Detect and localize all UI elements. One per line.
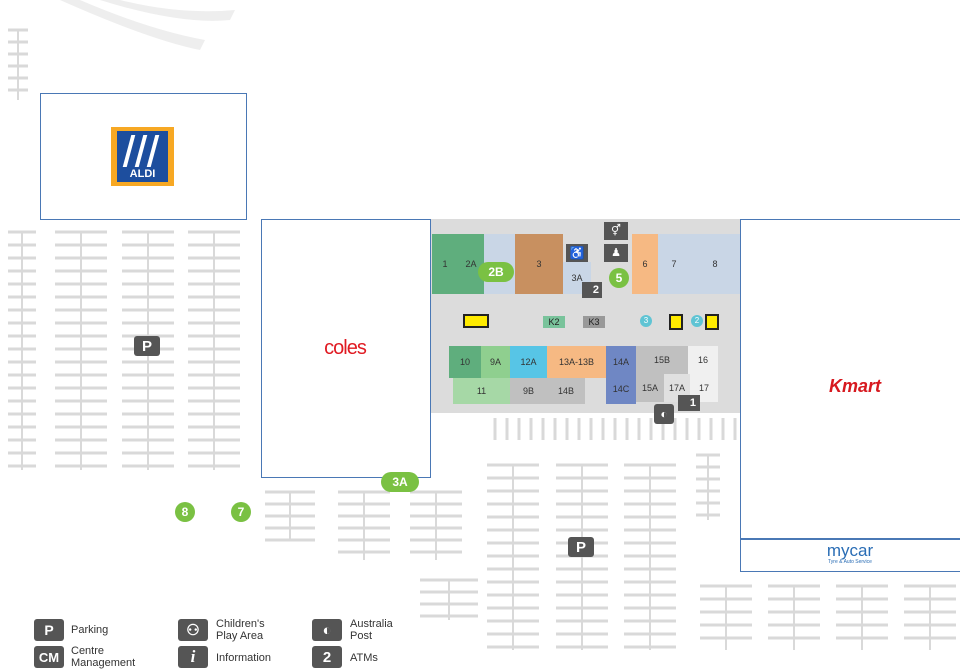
shop-10[interactable]: 10 (449, 346, 481, 378)
shop-2a[interactable]: 2A (458, 234, 484, 294)
shop-6[interactable]: 6 (632, 234, 658, 294)
legend-cm-icon: CM (34, 646, 64, 668)
shop-14a[interactable]: 14A (606, 346, 636, 378)
atm-1-number: 1 (689, 397, 696, 409)
shop-13a-13b[interactable]: 13A-13B (547, 346, 606, 378)
kiosk-box[interactable] (463, 314, 489, 328)
legend-post-line2: Post (350, 630, 373, 642)
parking-sign: P (134, 336, 160, 356)
ramp-curve (60, 0, 205, 50)
shop-11[interactable]: 11 (453, 378, 510, 404)
shop-3[interactable]: 3 (515, 234, 563, 294)
legend-parking-icon: P (34, 619, 64, 641)
coles-store[interactable] (261, 219, 431, 478)
legend-childrens-play-icon: ⚇ (178, 619, 208, 641)
legend-childrens-line1: Children's (216, 618, 265, 630)
kiosk-box[interactable] (705, 314, 719, 330)
legend-parking-label: Parking (71, 624, 109, 636)
entrance-7[interactable]: 7 (231, 502, 251, 522)
shop-9b[interactable]: 9B (510, 378, 547, 404)
coles-label: coles (324, 337, 367, 359)
kmart-label: Kmart (828, 376, 881, 396)
kiosk-dot-2: 2 (691, 315, 703, 327)
toilets-icon: ⚥ (604, 222, 628, 240)
aldi-label: ALDI (129, 168, 156, 180)
shop-14b[interactable]: 14B (547, 378, 585, 404)
shop-14c[interactable]: 14C (606, 374, 636, 404)
shop-16[interactable]: 16 (688, 346, 718, 374)
parking-sign: P (568, 537, 594, 557)
shop-1[interactable]: 1 (432, 234, 458, 294)
entrance-5[interactable]: 5 (609, 268, 629, 288)
atm-2-number: 2 (592, 284, 599, 296)
legend-centre-mgmt-line2: Management (71, 657, 136, 669)
shop-8[interactable]: 8 (690, 234, 740, 294)
mycar-label: mycar (826, 541, 874, 560)
entrance-3a[interactable]: 3A (381, 472, 419, 492)
shop-15a[interactable]: 15A (636, 374, 664, 402)
shop-15b[interactable]: 15B (636, 346, 688, 374)
legend-post-line1: Australia (350, 618, 393, 630)
kiosk-k3[interactable]: K3 (583, 316, 605, 328)
atm-2-icon: 2 (582, 282, 602, 298)
kiosk-dot-3: 3 (640, 315, 652, 327)
kiosk-box[interactable] (669, 314, 683, 330)
atm-1-icon: 1 (678, 395, 700, 411)
aldi-logo: ALDI (111, 127, 174, 186)
entrance-2b[interactable]: 2B (478, 262, 514, 282)
shop-12a[interactable]: 12A (510, 346, 547, 378)
parents-room-icon: ♟ (604, 244, 628, 262)
shop-9a[interactable]: 9A (481, 346, 510, 378)
ramp-curve (100, 0, 235, 21)
legend-information-icon: i (178, 646, 208, 668)
legend-atm-icon: 2 (312, 646, 342, 668)
kiosk-k2[interactable]: K2 (543, 316, 565, 328)
legend-post-icon: ◐ (312, 619, 342, 641)
legend-information-label: Information (216, 652, 272, 664)
mycar-tagline: Tyre & Auto Service (828, 559, 872, 565)
legend-centre-mgmt-line1: Centre (71, 645, 105, 657)
entrance-8[interactable]: 8 (175, 502, 195, 522)
kmart-store[interactable] (740, 219, 960, 539)
australia-post-icon: ◐ (654, 404, 674, 424)
legend-atms-label: ATMs (350, 652, 378, 664)
legend-childrens-line2: Play Area (216, 630, 264, 642)
shop-7[interactable]: 7 (658, 234, 690, 294)
accessible-toilet-icon: ♿ (566, 244, 588, 262)
mycar-store[interactable] (740, 539, 960, 572)
